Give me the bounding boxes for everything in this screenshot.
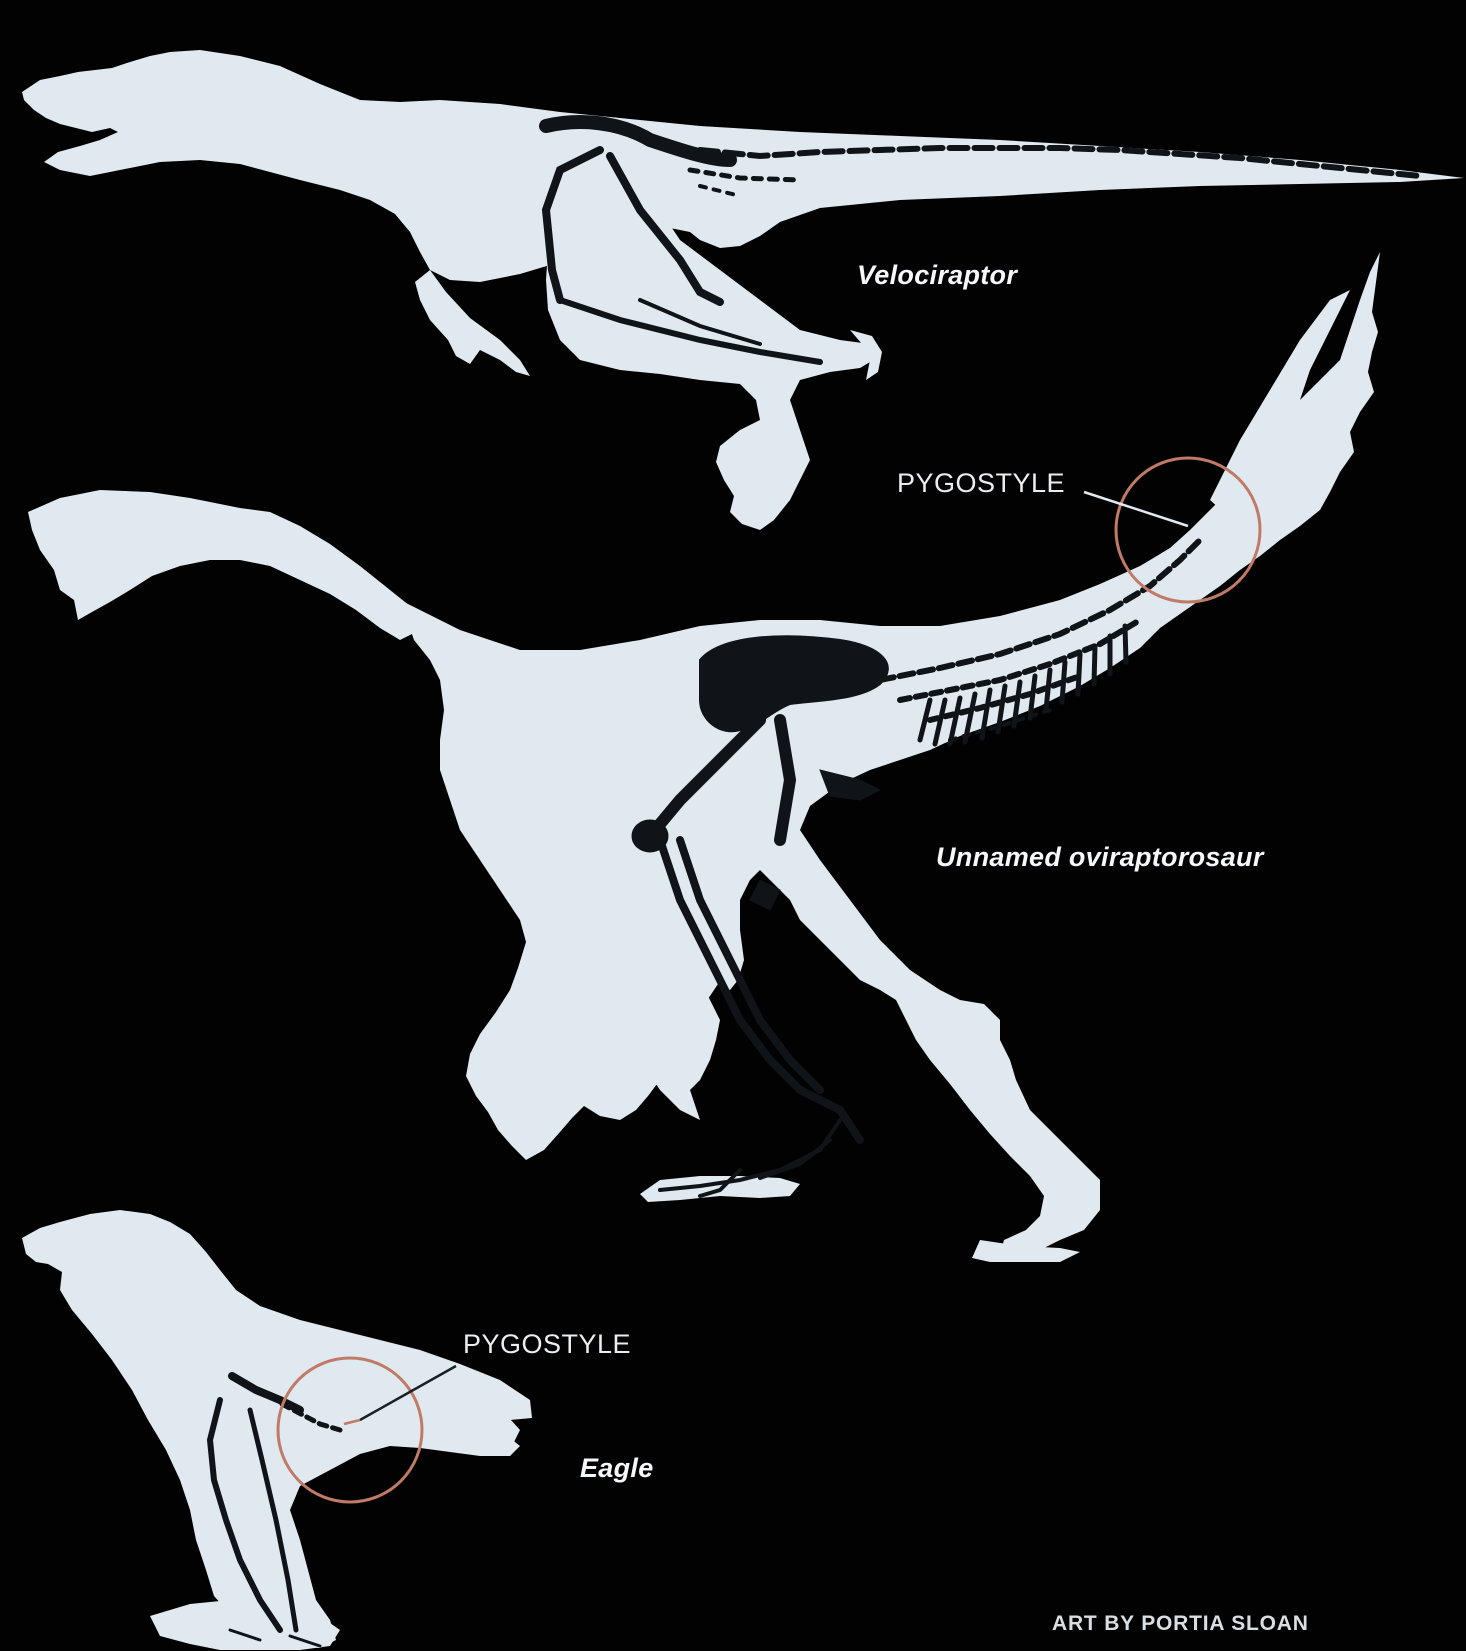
pygostyle-callout-lower: PYGOSTYLE xyxy=(463,1329,631,1360)
art-credit: ART BY PORTIA SLOAN xyxy=(1052,1612,1309,1636)
velociraptor-label: Velociraptor xyxy=(857,260,1017,291)
eagle-label: Eagle xyxy=(580,1453,654,1484)
pygostyle-callout-upper: PYGOSTYLE xyxy=(897,468,1065,499)
oviraptorosaur-label: Unnamed oviraptorosaur xyxy=(936,842,1264,873)
oviraptorosaur-silhouette xyxy=(28,252,1380,1262)
